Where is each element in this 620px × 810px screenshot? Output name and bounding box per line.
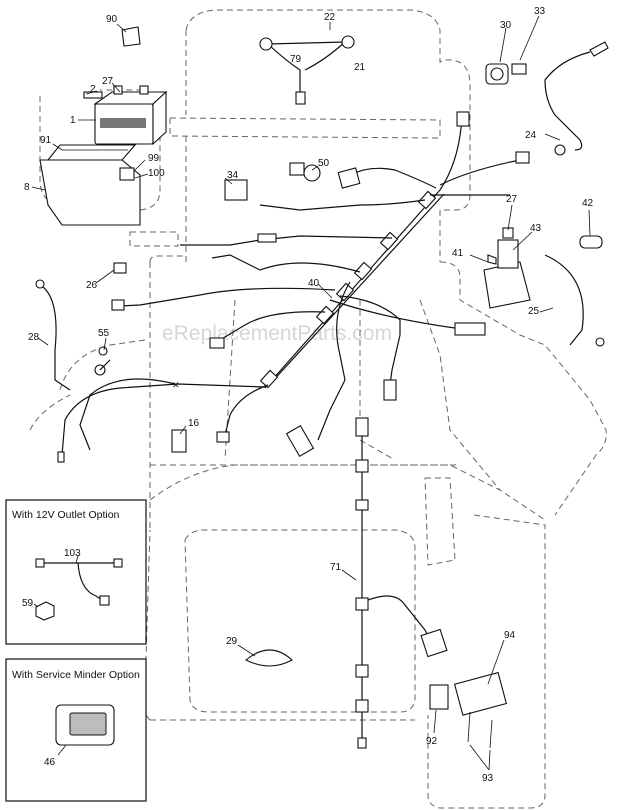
- callout-93: 93: [482, 773, 494, 784]
- callout-26: 26: [86, 280, 98, 291]
- callout-41: 41: [452, 248, 464, 259]
- service-minder-title: With Service Minder Option: [12, 669, 140, 681]
- callout-55: 55: [98, 328, 110, 339]
- callout-46: 46: [44, 757, 56, 768]
- callout-79: 79: [290, 54, 302, 65]
- callout-25: 25: [528, 306, 540, 317]
- callout-24: 24: [525, 130, 537, 141]
- callout-92: 92: [426, 736, 438, 747]
- callout-91: 91: [40, 135, 52, 146]
- outlet-option-title: With 12V Outlet Option: [12, 509, 120, 521]
- svg-text:✕: ✕: [172, 380, 180, 390]
- callout-40: 40: [308, 278, 320, 289]
- callout-30: 30: [500, 20, 512, 31]
- callout-21: 21: [354, 62, 366, 73]
- callout-94: 94: [504, 630, 516, 641]
- outlet-option-panel: With 12V Outlet Option 103 59: [5, 499, 147, 645]
- callout-71: 71: [330, 562, 342, 573]
- rear-harness: [355, 417, 448, 749]
- callout-90: 90: [106, 14, 118, 25]
- callout-42: 42: [582, 198, 594, 209]
- callout-27-top: 27: [102, 76, 114, 87]
- headlight-harness: [259, 35, 355, 105]
- service-minder-option-panel: With Service Minder Option 46: [5, 658, 147, 802]
- callout-29: 29: [226, 636, 238, 647]
- callout-43: 43: [530, 223, 542, 234]
- callout-1: 1: [70, 115, 76, 126]
- callout-28: 28: [28, 332, 40, 343]
- callout-8: 8: [24, 182, 30, 193]
- watermark-text: eReplacementParts.com: [162, 322, 392, 345]
- callout-99: 99: [148, 153, 160, 164]
- callout-27-right: 27: [506, 194, 518, 205]
- callout-16: 16: [188, 418, 200, 429]
- misc-parts: [35, 26, 609, 749]
- callout-50: 50: [318, 158, 330, 169]
- main-wire-harness: ✕: [57, 111, 530, 463]
- callout-leaders: [31, 15, 591, 771]
- callout-33: 33: [534, 6, 546, 17]
- callout-100: 100: [148, 168, 165, 179]
- callout-103: 103: [64, 548, 81, 559]
- callout-59: 59: [22, 598, 34, 609]
- callout-34: 34: [227, 170, 239, 181]
- callout-2: 2: [90, 84, 96, 95]
- callout-22: 22: [324, 12, 336, 23]
- battery-assembly: [39, 85, 168, 226]
